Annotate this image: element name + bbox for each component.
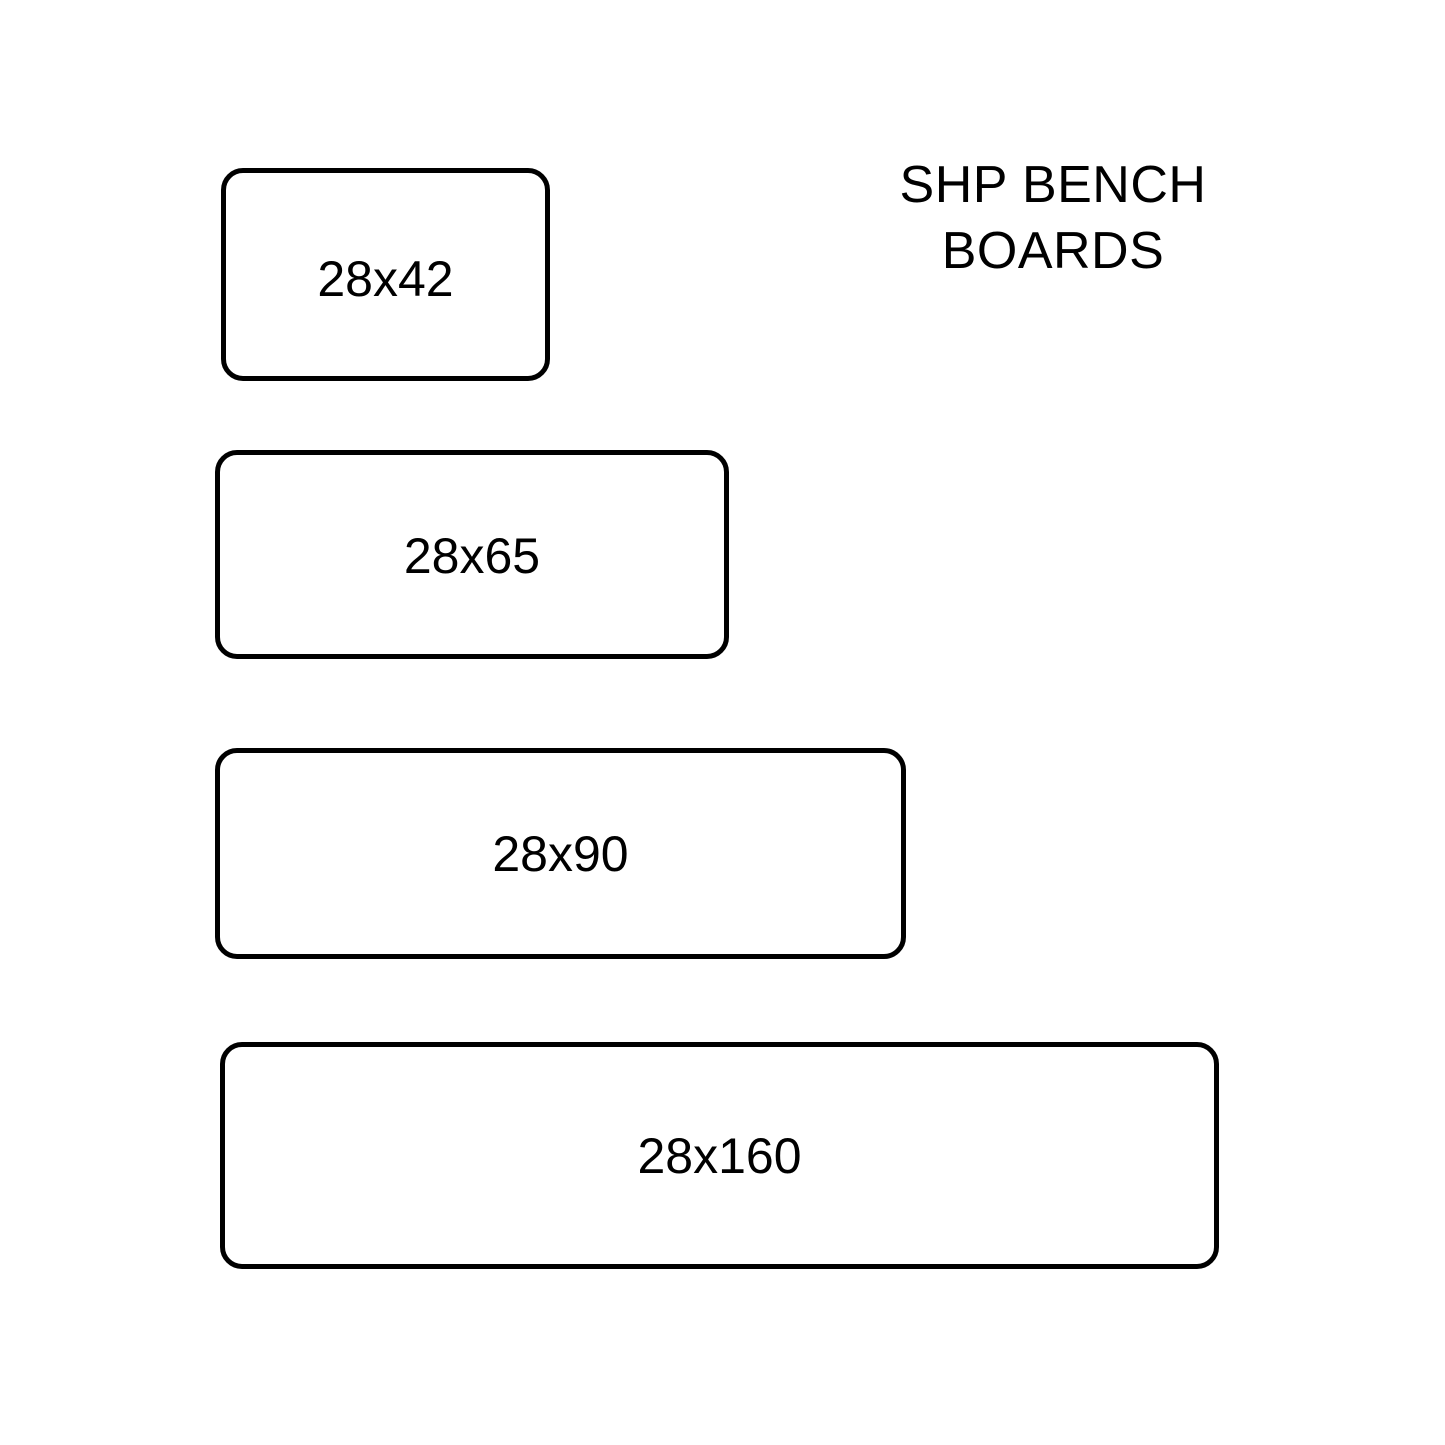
diagram-title-line-1: SHP BENCH <box>899 156 1207 214</box>
board-rect-28x65: 28x65 <box>215 450 729 659</box>
board-rect-28x160: 28x160 <box>220 1042 1219 1269</box>
diagram-title-line-2: BOARDS <box>941 222 1165 280</box>
board-rect-28x42: 28x42 <box>221 168 550 381</box>
board-label-28x160: 28x160 <box>637 1128 802 1184</box>
board-rect-28x90: 28x90 <box>215 748 906 959</box>
board-label-28x65: 28x65 <box>403 528 541 584</box>
diagram-title: SHP BENCH BOARDS <box>820 152 1286 284</box>
board-label-28x42: 28x42 <box>317 251 454 307</box>
board-label-28x90: 28x90 <box>492 826 629 882</box>
